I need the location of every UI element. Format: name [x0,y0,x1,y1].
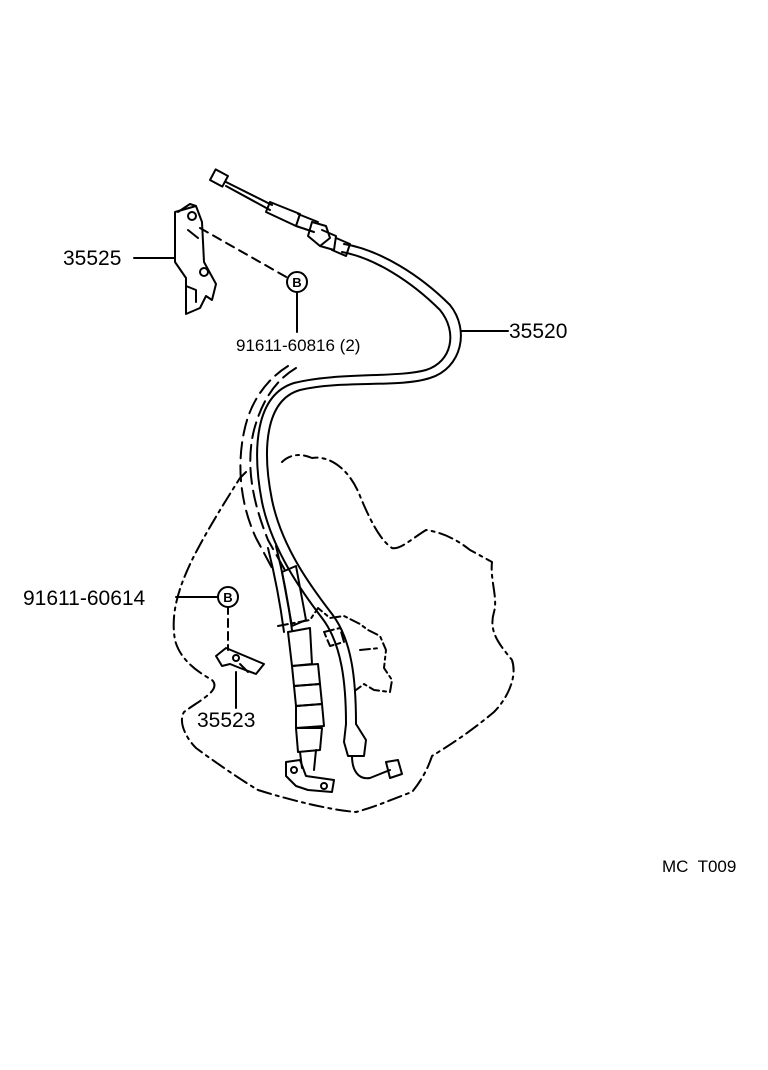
plate-35523 [215,647,265,675]
label-91611-60614: 91611-60614 [23,587,146,610]
cable-lower-end [343,723,403,780]
cable-end-fitting [209,168,351,257]
label-91611-60816: 91611-60816 (2) [236,336,360,355]
cable-boot-assembly [267,545,335,793]
cable-alt-route [249,367,297,573]
cable-35520 [266,243,462,725]
drawing-reference: MC T009 [662,857,736,876]
label-35523: 35523 [197,709,255,732]
bolt-b-lower: B [217,586,239,608]
bolt-b-top: B [286,271,308,293]
svg-text:B: B [223,590,232,605]
bracket-bolt-leader [199,227,289,279]
label-35520: 35520 [509,320,567,343]
label-35525: 35525 [63,247,121,270]
bracket-35525 [174,205,217,315]
transmission-outline [172,454,515,813]
svg-text:B: B [292,275,301,290]
linkage-bracket [277,607,393,693]
